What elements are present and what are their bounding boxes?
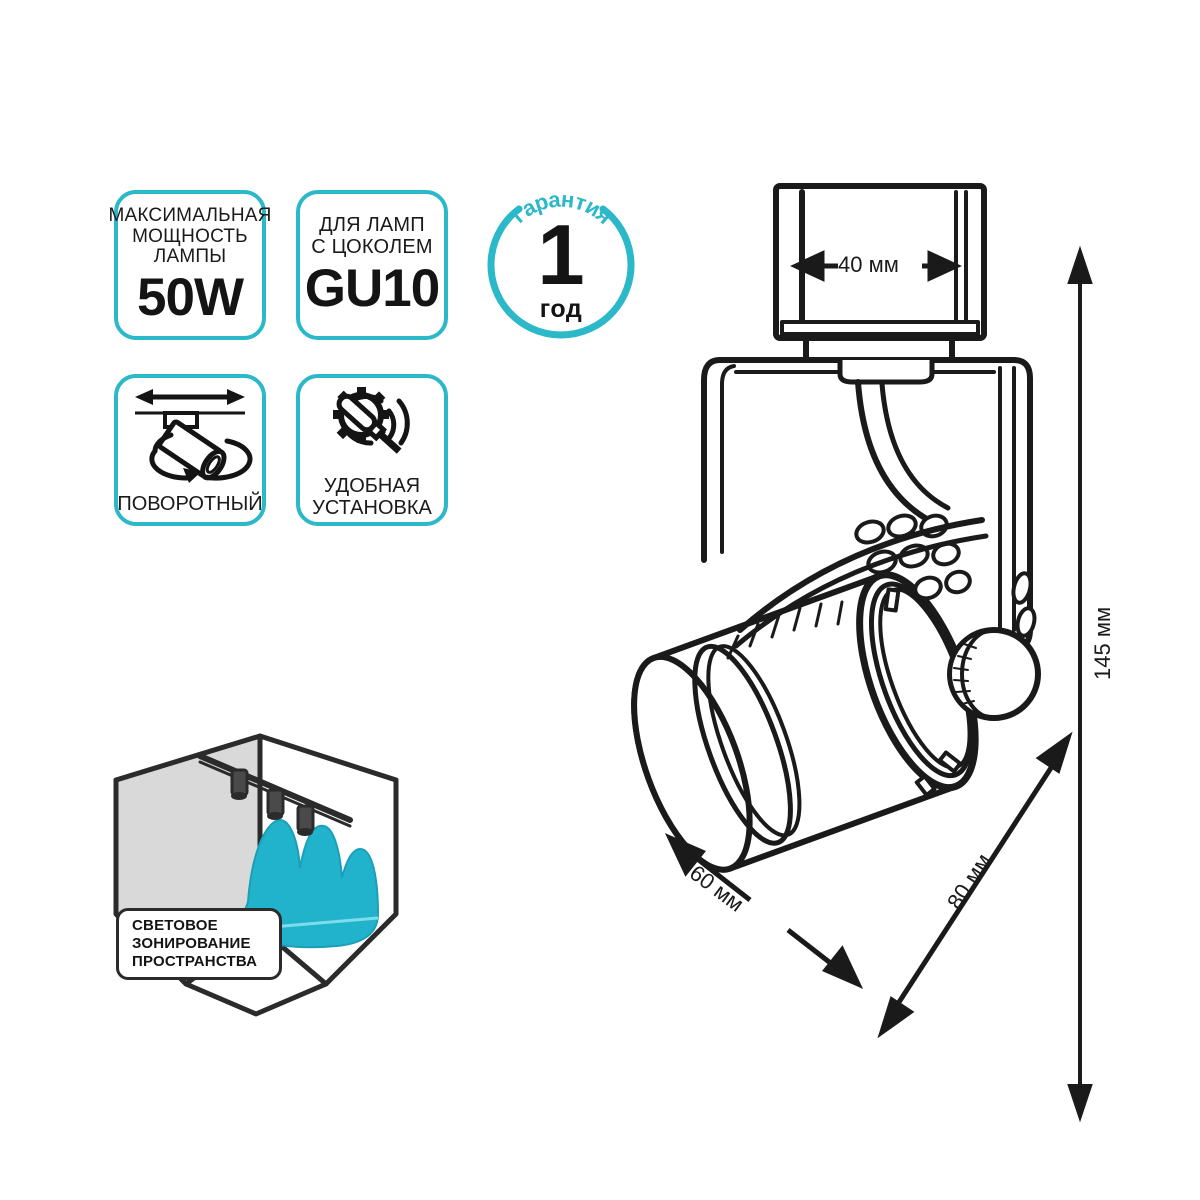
badge-install-label: УДОБНАЯ УСТАНОВКА: [312, 475, 432, 519]
badge-max-power: МАКСИМАЛЬНАЯ МОЩНОСТЬ ЛАМПЫ 50W: [108, 190, 271, 340]
dimension-arrow-40mm: [790, 250, 962, 282]
zoning-callout-box: СВЕТОВОЕ ЗОНИРОВАНИЕ ПРОСТРАНСТВА: [116, 908, 282, 980]
dimension-arrow-60mm: [664, 833, 864, 989]
gear-screwdriver-icon: [317, 381, 427, 476]
zoning-callout-line-1: СВЕТОВОЕ: [132, 916, 218, 934]
badge-lamp-socket: ДЛЯ ЛАМП С ЦОКОЛЕМ GU10: [296, 190, 448, 340]
list-item: [230, 768, 249, 800]
dimension-label-145mm: 145 мм: [1090, 606, 1115, 680]
zoning-callout-line-2: ЗОНИРОВАНИЕ: [132, 934, 251, 952]
badge-easy-install: УДОБНАЯ УСТАНОВКА: [296, 374, 448, 526]
badge-rotatable: ПОВОРОТНЫЙ: [114, 374, 266, 526]
svg-text:н: н: [560, 187, 576, 213]
list-item: [266, 788, 285, 820]
rotatable-spotlight-icon: [127, 385, 253, 494]
list-item: [296, 804, 315, 836]
warranty-number: 1: [537, 208, 585, 303]
svg-text:а: а: [547, 187, 562, 213]
track-spotlight-drawing: [631, 183, 1073, 1039]
dimension-arrow-145mm: [1067, 245, 1093, 1123]
warranty-unit: год: [539, 295, 583, 323]
badge-power-value: 50W: [137, 267, 244, 327]
dimension-arrow-80mm: [877, 731, 1073, 1039]
product-technical-drawing: 40 мм 60 мм 80 мм 145 мм: [590, 160, 1160, 1123]
badge-rotatable-label: ПОВОРОТНЫЙ: [117, 492, 263, 515]
zoning-callout-line-3: ПРОСТРАНСТВА: [132, 953, 258, 971]
dimension-label-40mm: 40 мм: [838, 252, 899, 277]
badge-power-caption: МАКСИМАЛЬНАЯ МОЩНОСТЬ ЛАМПЫ: [108, 205, 272, 268]
badge-socket-caption: ДЛЯ ЛАМП С ЦОКОЛЕМ: [311, 214, 433, 258]
light-zoning-illustration: СВЕТОВОЕ ЗОНИРОВАНИЕ ПРОСТРАНСТВА: [100, 728, 420, 1018]
badge-socket-value: GU10: [304, 258, 440, 318]
